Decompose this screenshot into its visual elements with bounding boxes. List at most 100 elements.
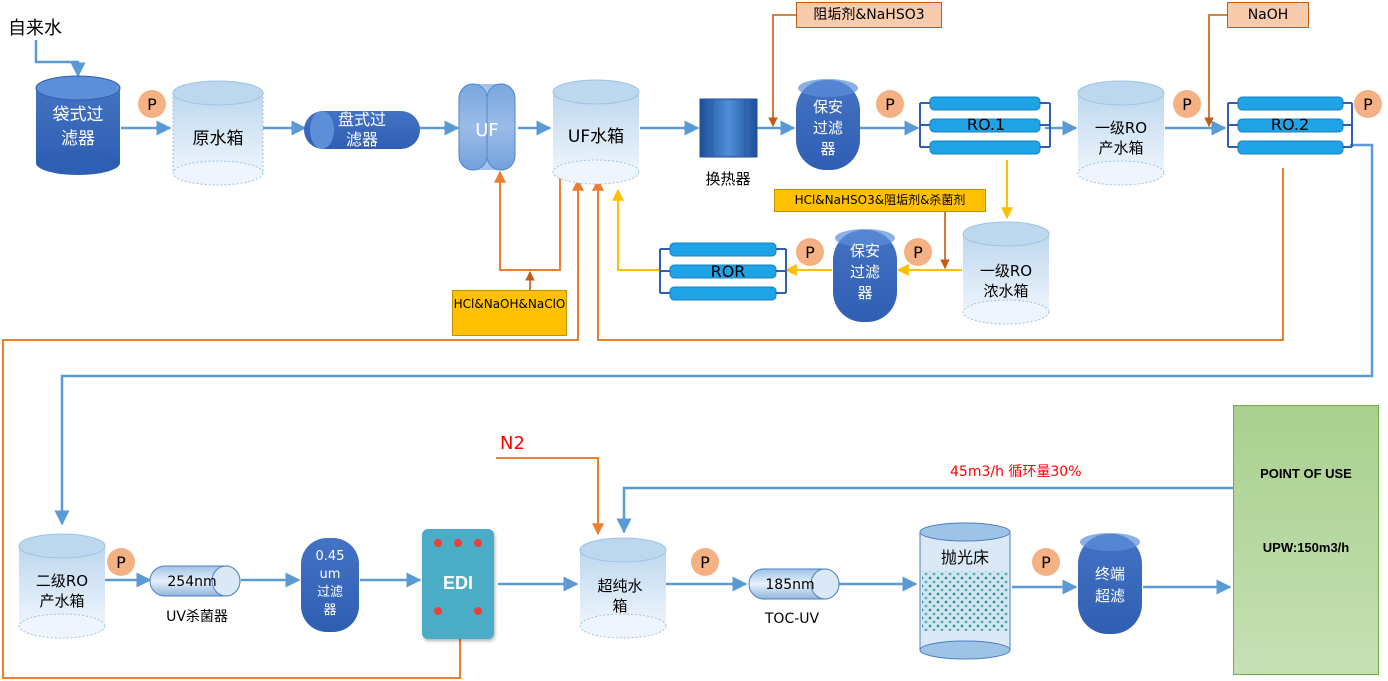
pump[interactable]: P	[904, 238, 932, 266]
antiscalant-nahso3-label: 阻垢剂&NaHSO3	[813, 7, 925, 23]
toc-tube-label: 185nm	[765, 577, 814, 593]
uv254-tube-label: 254nm	[167, 574, 216, 590]
svg-text:P: P	[885, 95, 895, 114]
disc-filter[interactable]: 盘式过 滤器	[304, 110, 420, 149]
pump[interactable]: P	[107, 548, 135, 576]
bag-filter-label-2: 滤器	[61, 129, 95, 149]
ro2-product-tank[interactable]: 二级RO 产水箱	[18, 533, 106, 639]
svg-text:P: P	[1363, 95, 1373, 114]
uf-tank-label: UF水箱	[568, 127, 624, 147]
ro1-concentrate-label-1: 一级RO	[980, 262, 1032, 280]
pump[interactable]: P	[876, 90, 904, 118]
edi-dot	[454, 539, 462, 547]
ror-label: ROR	[711, 262, 746, 281]
edi-unit[interactable]: EDI	[422, 529, 494, 639]
disc-filter-label-2: 滤器	[346, 130, 378, 149]
heat-exchanger[interactable]: 换热器	[699, 98, 758, 188]
svg-text:P: P	[805, 243, 815, 262]
heat-exchanger-label: 换热器	[705, 170, 750, 188]
ro1-product-tank-label-1: 一级RO	[1095, 119, 1147, 137]
n2-label: N2	[500, 433, 525, 454]
filter-045-label-3: 过滤	[317, 585, 343, 600]
dosing-lines	[525, 14, 1227, 290]
pump[interactable]: P	[691, 548, 719, 576]
ro1-rack[interactable]: RO.1	[919, 96, 1051, 155]
antiscalant-nahso3-tag: 阻垢剂&NaHSO3	[796, 2, 942, 28]
ro1-product-tank-label-2: 产水箱	[1098, 139, 1143, 157]
edi-dot	[434, 607, 442, 615]
terminal-uf[interactable]: 终端 超滤	[1078, 533, 1142, 634]
bag-filter[interactable]: 袋式过 滤器	[35, 75, 121, 175]
svg-text:P: P	[700, 553, 710, 572]
security-filter-1-label-1: 保安	[813, 98, 843, 116]
point-of-use[interactable]: POINT OF USE UPW:150m3/h	[1233, 405, 1379, 675]
raw-water-tank[interactable]: 原水箱	[172, 80, 264, 186]
filter-045-label-4: 器	[323, 603, 336, 618]
security-filter-1-label-3: 器	[820, 140, 835, 158]
pump[interactable]: P	[1354, 90, 1382, 118]
filter-045-label-2: um	[320, 567, 341, 582]
ror-dosing-label: HCl&NaHSO3&阻垢剂&杀菌剂	[794, 193, 966, 207]
disc-filter-label-1: 盘式过	[338, 110, 386, 129]
uv-sterilizer[interactable]: 254nm UV杀菌器	[149, 565, 241, 625]
ror-dosing-tag: HCl&NaHSO3&阻垢剂&杀菌剂	[774, 189, 986, 212]
concentrate-flow-lines	[612, 160, 1013, 276]
uf-cleaning-label: HCl&NaOH&NaClO	[453, 297, 566, 311]
filter-045-label-1: 0.45	[316, 549, 345, 564]
ro2-product-tank-label-2: 产水箱	[39, 592, 84, 610]
bag-filter-label-1: 袋式过	[53, 105, 104, 125]
pumps: P P P P P P P P P	[107, 90, 1382, 576]
ro2-product-tank-label-1: 二级RO	[36, 572, 88, 590]
security-filter-1[interactable]: 保安 过滤 器	[796, 79, 860, 170]
ultrapure-water-tank[interactable]: 超纯水 箱	[579, 537, 667, 639]
ro1-product-tank[interactable]: 一级RO 产水箱	[1077, 80, 1165, 186]
security-filter-2-label-3: 器	[857, 284, 872, 302]
pump[interactable]: P	[1173, 90, 1201, 118]
svg-text:P: P	[913, 243, 923, 262]
pump[interactable]: P	[1032, 548, 1060, 576]
ro2-label: RO.2	[1271, 115, 1309, 134]
toc-label: TOC-UV	[764, 611, 820, 627]
uv254-label: UV杀菌器	[166, 609, 228, 625]
point-of-use-capacity: UPW:150m3/h	[1262, 540, 1350, 555]
svg-text:P: P	[116, 553, 126, 572]
terminal-uf-label-1: 终端	[1095, 565, 1125, 583]
security-filter-2[interactable]: 保安 过滤 器	[833, 229, 897, 322]
ror-rack[interactable]: ROR	[659, 242, 787, 301]
source-label: 自来水	[8, 18, 62, 39]
naoh-tag: NaOH	[1227, 2, 1309, 28]
ultrapure-tank-label-2: 箱	[612, 597, 627, 615]
toc-uv[interactable]: 185nm TOC-UV	[748, 568, 840, 627]
svg-text:P: P	[147, 95, 157, 114]
edi-label: EDI	[442, 573, 473, 593]
recirculation-label: 45m3/h 循环量30%	[950, 464, 1082, 480]
return-flow-lines	[2, 168, 1284, 679]
polishing-bed[interactable]: 抛光床	[919, 522, 1011, 660]
ultrapure-tank-label-1: 超纯水	[597, 577, 642, 595]
uf-water-tank[interactable]: UF水箱	[552, 79, 640, 185]
terminal-uf-label-2: 超滤	[1095, 587, 1125, 605]
ro1-concentrate-tank[interactable]: 一级RO 浓水箱	[962, 221, 1050, 325]
svg-text:P: P	[1182, 95, 1192, 114]
edi-dot	[474, 607, 482, 615]
raw-tank-label: 原水箱	[193, 129, 244, 149]
edi-dot	[474, 539, 482, 547]
polishing-bed-label: 抛光床	[941, 548, 989, 567]
edi-dot	[434, 539, 442, 547]
uf-label: UF	[475, 120, 499, 141]
security-filter-2-label-2: 过滤	[850, 263, 880, 281]
uf-cleaning-tag: HCl&NaOH&NaClO	[452, 290, 567, 336]
security-filter-2-label-1: 保安	[850, 242, 880, 260]
naoh-label: NaOH	[1247, 7, 1289, 23]
pump[interactable]: P	[796, 238, 824, 266]
ro1-label: RO.1	[967, 115, 1005, 134]
filter-045um[interactable]: 0.45 um 过滤 器	[301, 538, 359, 632]
security-filter-1-label-2: 过滤	[813, 119, 843, 137]
ro2-rack[interactable]: RO.2	[1227, 96, 1353, 155]
main-flow-lines	[34, 40, 1374, 595]
svg-text:P: P	[1041, 553, 1051, 572]
pump[interactable]: P	[138, 90, 166, 118]
uf-module[interactable]: UF	[458, 83, 516, 171]
ro1-concentrate-label-2: 浓水箱	[983, 282, 1028, 300]
